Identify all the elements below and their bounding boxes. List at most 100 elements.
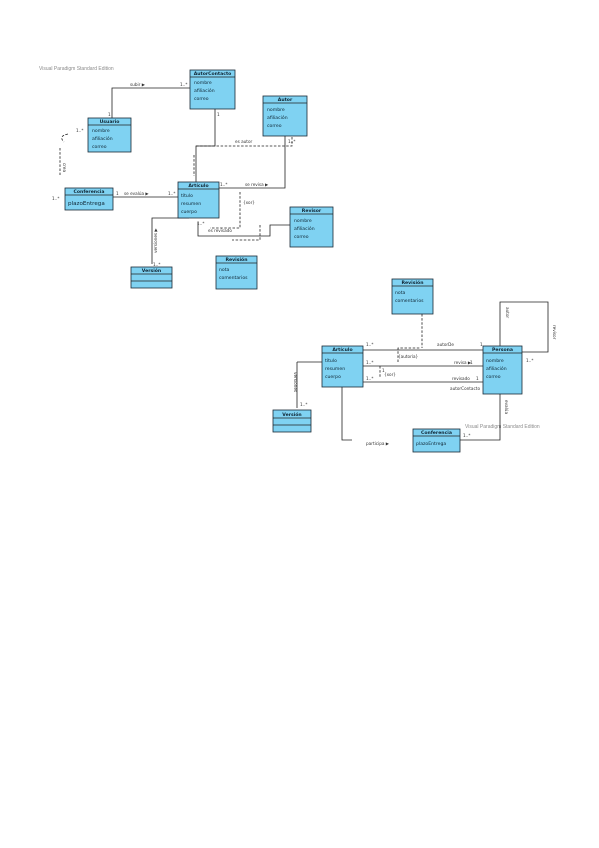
- mult-usuario-left: 1..*: [76, 128, 83, 133]
- class-attribute: correo: [267, 123, 282, 129]
- class-attribute: resumen: [181, 201, 201, 207]
- class-attribute: cuerpo: [181, 209, 197, 215]
- class-attribute: cuerpo: [325, 374, 341, 380]
- class-title: AutorContacto: [194, 71, 232, 77]
- mult-version-top-2: 1..*: [300, 402, 307, 407]
- mult-autor-bottom: 1..*: [288, 139, 295, 144]
- class-attribute: afiliación: [294, 225, 315, 232]
- class-title: Artículo: [188, 182, 208, 189]
- usuario-self-loop: [61, 133, 69, 143]
- label-revisor: revisor: [552, 325, 557, 340]
- class-title: Usuario: [100, 119, 120, 125]
- mult-art-right2: 1..*: [366, 376, 373, 381]
- class-attribute: afiliación: [267, 114, 288, 121]
- assoc-articulo-revisor: [197, 222, 290, 237]
- label-revisado: revisado: [452, 376, 470, 381]
- class-revision-2[interactable]: Revisión nota comentarios: [391, 278, 434, 315]
- class-attribute: nota: [219, 267, 230, 273]
- label-se-revisa: se revisa ▶: [245, 182, 269, 187]
- class-title: Autor: [278, 97, 293, 103]
- label-versiones: versiones ▶: [153, 228, 158, 253]
- class-conferencia-2[interactable]: Conferencia plazoEntrega: [412, 428, 461, 453]
- assoc-persona-conferencia: [460, 394, 501, 441]
- assoc-autorcontacto-articulo: [195, 109, 216, 182]
- mult-pers-left2: 1: [476, 376, 479, 381]
- class-attribute: correo: [486, 374, 501, 380]
- label-versiones-2: versiones: [293, 372, 298, 392]
- class-title: Artículo: [332, 346, 352, 353]
- class-title: Persona: [492, 347, 513, 353]
- label-se-evalua: se evalúa ▶: [124, 191, 149, 196]
- class-title: Conferencia: [74, 189, 105, 195]
- mult-pers-right: 1..*: [526, 358, 533, 363]
- assoc-usuario-autorcontacto: [111, 87, 190, 118]
- class-attribute: plazoEntrega: [416, 441, 446, 447]
- mult-usuario-top: 1: [108, 112, 111, 117]
- class-revisor[interactable]: Revisor nombre afiliación correo: [289, 206, 334, 248]
- class-autor[interactable]: Autor nombre afiliación correo: [262, 95, 308, 137]
- class-attribute: comentarios: [395, 298, 424, 304]
- class-articulo[interactable]: Artículo título resumen cuerpo: [177, 181, 220, 219]
- mult-art-right: 1..*: [366, 360, 373, 365]
- class-title: Revisión: [226, 256, 248, 263]
- autoria-constraint: [397, 347, 420, 362]
- class-attribute: nombre: [92, 128, 110, 134]
- watermark-bottom: Visual Paradigm Standard Edition: [465, 424, 540, 430]
- mult-art-right: 1..*: [220, 182, 227, 187]
- class-title: Conferencia: [421, 430, 452, 436]
- class-attribute: plazoEntrega: [68, 201, 105, 207]
- mult-art-top-left: 1..*: [366, 342, 373, 347]
- class-persona[interactable]: Persona nombre afiliación correo: [482, 345, 523, 395]
- class-articulo-2[interactable]: Artículo título resumen cuerpo: [321, 345, 364, 388]
- label-es-revisado: es revisado: [208, 228, 232, 233]
- mult-pers-top: 1: [480, 342, 483, 347]
- label-revisa: revisa ▶: [454, 360, 472, 365]
- label-evalua: evalúa: [504, 400, 509, 414]
- mult-art-left: 1..*: [168, 191, 175, 196]
- mult-ac-bottom: 1: [217, 112, 220, 117]
- class-version-2[interactable]: Versión: [272, 409, 312, 433]
- mult-conf-left: 1..*: [52, 196, 59, 201]
- class-usuario[interactable]: Usuario nombre afiliación correo: [87, 117, 132, 153]
- label-xor-2: {xor}: [384, 372, 396, 377]
- class-title: Versión: [142, 267, 161, 274]
- persona-self-loop: [499, 301, 549, 353]
- label-xor-1: {xor}: [243, 200, 255, 205]
- class-conferencia[interactable]: Conferencia plazoEntrega: [64, 187, 114, 211]
- mult-art-bottom: 1..*: [197, 221, 204, 226]
- class-attribute: nota: [395, 290, 406, 296]
- class-attribute: nombre: [486, 358, 504, 364]
- class-attribute: afiliación: [92, 135, 113, 142]
- class-attribute: correo: [194, 96, 209, 102]
- class-title: Revisión: [402, 279, 424, 286]
- class-attribute: nombre: [194, 80, 212, 86]
- watermark-top: Visual Paradigm Standard Edition: [39, 66, 114, 72]
- diagram-1: subir ▶ es autor se revisa ▶ se evalúa ▶…: [52, 69, 334, 290]
- mult-version-top: 1..*: [153, 262, 160, 267]
- mult-conf-right: 1..*: [463, 433, 470, 438]
- assoc-articulo-participa: [341, 387, 352, 441]
- assoc-autor-articulo: [205, 136, 286, 189]
- class-attribute: comentarios: [219, 275, 248, 281]
- label-autorde: autorDe: [437, 342, 454, 347]
- class-attribute: nombre: [294, 218, 312, 224]
- mult-pers-left: 1: [470, 360, 473, 365]
- label-autoria: {autoría}: [398, 354, 419, 359]
- class-revision[interactable]: Revisión nota comentarios: [215, 255, 258, 290]
- class-attribute: título: [181, 192, 193, 199]
- class-attribute: resumen: [325, 366, 345, 372]
- class-attribute: correo: [92, 144, 107, 150]
- label-crea: crea: [62, 163, 67, 173]
- assoc-articulo-version: [151, 217, 189, 264]
- label-subir: subir ▶: [130, 82, 146, 87]
- class-attribute: título: [325, 357, 337, 364]
- class-attribute: nombre: [267, 107, 285, 113]
- label-es-autor: es autor: [235, 139, 253, 144]
- class-title: Revisor: [302, 208, 322, 214]
- xor-constraint: [232, 225, 261, 241]
- class-autorcontacto[interactable]: AutorContacto nombre afiliación correo: [189, 69, 236, 110]
- class-version[interactable]: Versión: [130, 266, 173, 289]
- mult-conf-right: 1: [116, 191, 119, 196]
- class-attribute: afiliación: [194, 87, 215, 94]
